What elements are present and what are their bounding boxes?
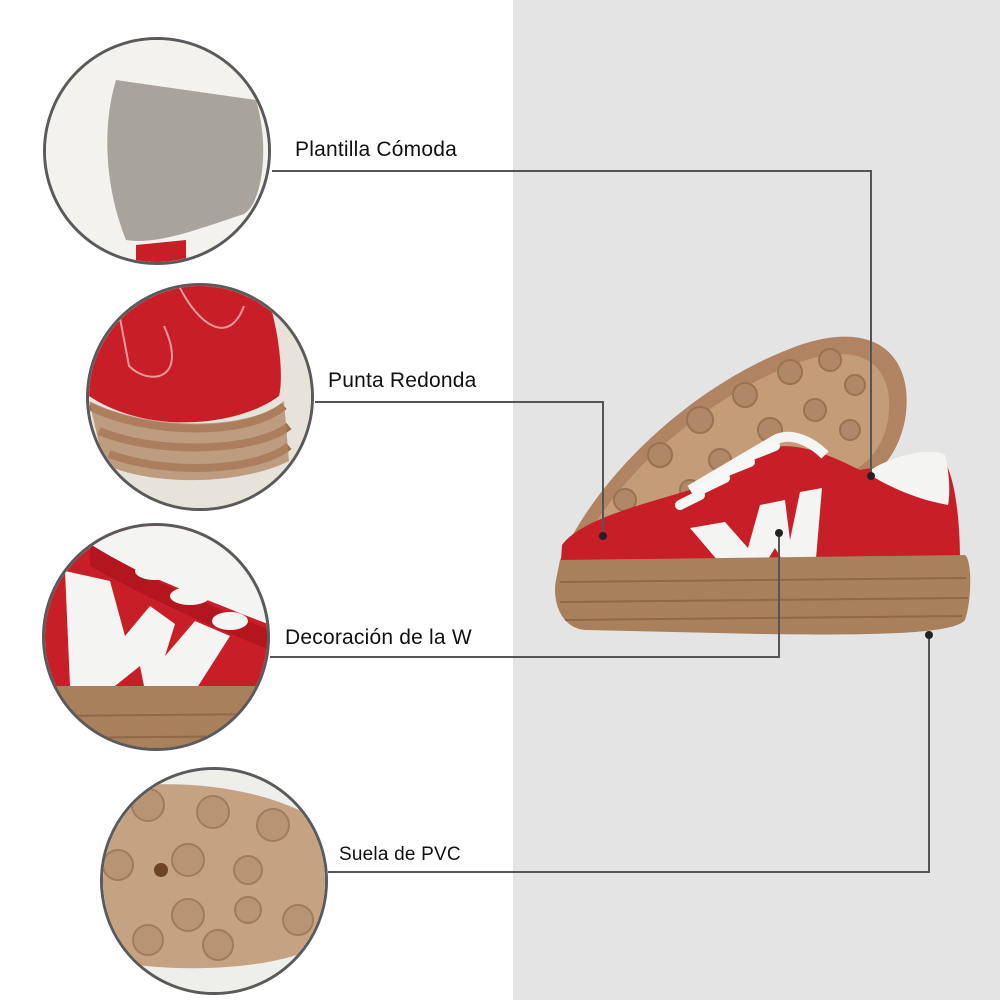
detail-w-decoration <box>42 523 270 751</box>
callout-round-toe-label: Punta Redonda <box>328 369 477 392</box>
anchor-dot-toe <box>599 532 607 540</box>
anchor-dot-sole <box>925 631 933 639</box>
anchor-dot-insole <box>867 472 875 480</box>
shoe-side-view <box>555 431 971 635</box>
anchor-dot-w <box>775 529 783 537</box>
callout-w-decoration-label: Decoración de la W <box>285 626 472 649</box>
callout-pvc-sole-label: Suela de PVC <box>339 844 461 865</box>
callout-insole-label: Plantilla Cómoda <box>295 138 457 161</box>
detail-pvc-sole <box>100 767 328 995</box>
detail-insole <box>43 37 271 265</box>
leader-lines <box>270 170 930 873</box>
detail-round-toe <box>86 283 314 511</box>
